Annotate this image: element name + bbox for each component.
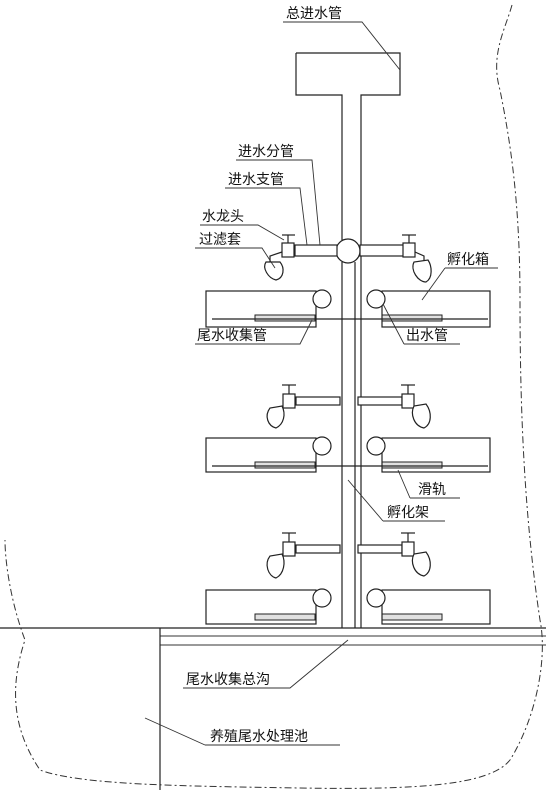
faucet-left-1	[269, 234, 295, 264]
main-inlet-pipe	[295, 52, 401, 628]
filter-bag-right-1	[412, 259, 432, 283]
slide-rail-2	[254, 461, 443, 469]
branch-valve	[335, 238, 361, 264]
outlet-left-3	[312, 588, 332, 608]
label-outlet-pipe: 出水管	[406, 328, 448, 344]
slide-rail-3	[254, 613, 443, 621]
label-filter-bag: 过滤套	[199, 232, 241, 248]
label-incubation-rack: 孵化架	[387, 505, 429, 521]
slide-rail-1	[254, 314, 443, 322]
faucet-right-2	[401, 384, 415, 409]
filter-bag-right-3	[411, 551, 431, 577]
filter-bag-left-3	[266, 553, 285, 579]
label-inlet-sub-pipe: 进水支管	[228, 172, 284, 188]
leader-lines	[144, 21, 498, 746]
outlet-left-2	[312, 436, 332, 456]
label-main-inlet-pipe: 总进水管	[286, 6, 342, 22]
inlet-sub-pipe-left	[294, 244, 338, 257]
filter-bag-left-1	[264, 261, 284, 281]
label-tail-water-main-ditch: 尾水收集总沟	[186, 671, 270, 688]
faucet-left-2	[282, 384, 296, 409]
outlet-right-3	[366, 588, 386, 608]
outlet-left-1	[312, 289, 332, 309]
incubation-box-left-3	[205, 589, 317, 625]
inlet-sub-pipe-left-2	[295, 396, 341, 406]
inlet-sub-pipe-right-2	[357, 396, 403, 406]
label-tail-water-collection-pipe: 尾水收集管	[197, 327, 267, 344]
filter-bag-right-2	[411, 403, 431, 429]
incubation-box-right-3	[381, 589, 491, 625]
label-inlet-branch-pipe: 进水分管	[238, 144, 294, 160]
faucet-left-3	[282, 532, 296, 557]
label-tail-water-treatment-pond: 养殖尾水处理池	[210, 728, 308, 745]
outlet-right-1	[366, 289, 386, 309]
label-slide-rail: 滑轨	[418, 481, 446, 498]
filter-bag-left-2	[266, 405, 285, 429]
faucet-right-3	[401, 532, 415, 557]
faucet-right-1	[402, 234, 425, 262]
pond-boundary	[4, 4, 543, 789]
label-incubation-box: 孵化箱	[447, 252, 489, 268]
incubation-box-right-1	[381, 290, 491, 328]
incubation-box-left-1	[205, 290, 317, 328]
inlet-sub-pipe-right-3	[357, 544, 403, 554]
label-faucet: 水龙头	[202, 209, 244, 225]
inlet-sub-pipe-left-3	[295, 544, 341, 554]
inlet-sub-pipe-right	[359, 244, 406, 257]
outlet-right-2	[366, 436, 386, 456]
